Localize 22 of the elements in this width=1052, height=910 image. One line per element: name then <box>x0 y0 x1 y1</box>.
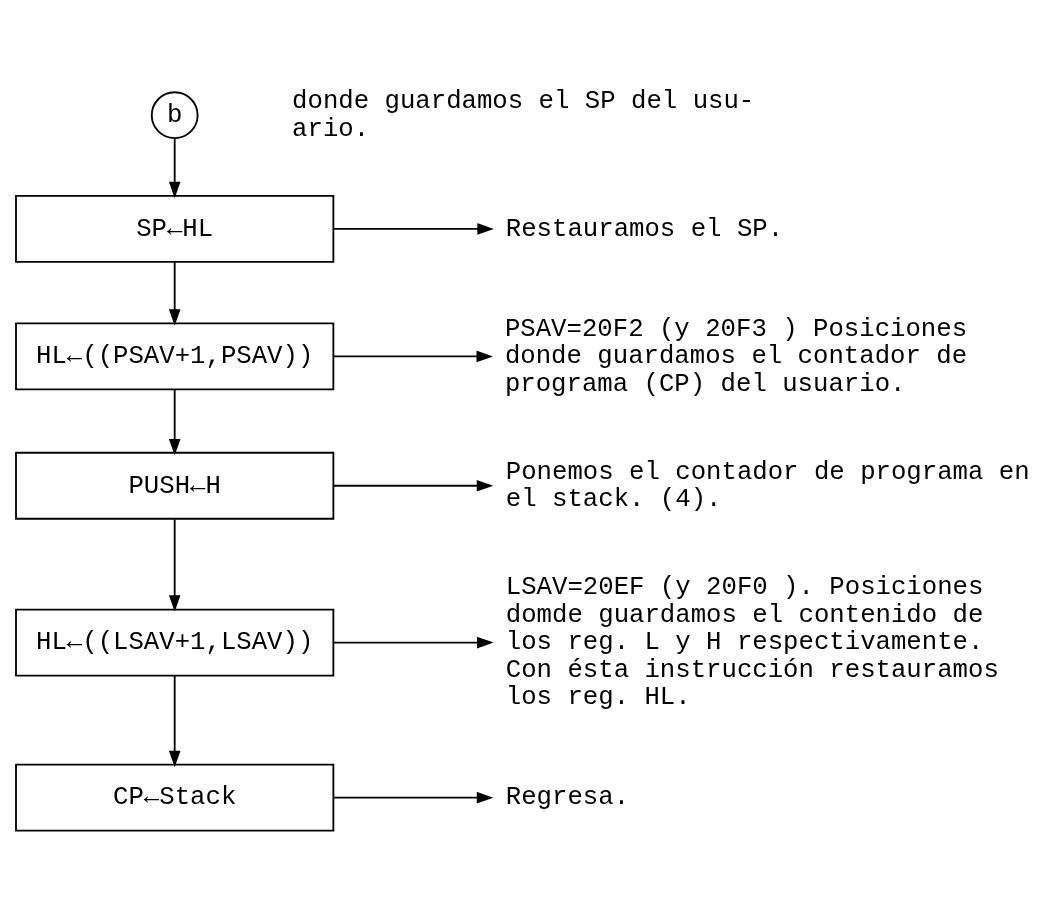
arrow <box>332 636 494 648</box>
label: donde guardamos el SP del usu- ario. <box>292 86 755 144</box>
node-text: Regresa. <box>505 782 630 812</box>
arrow <box>332 479 494 492</box>
node-circle: b <box>150 90 199 139</box>
arrow <box>168 517 181 612</box>
node-box: SP←HL <box>15 194 335 263</box>
arrow <box>332 350 493 362</box>
node-text: LSAV=20EF (y 20F0 ). Posiciones domde guardamos el contenido de los reg. L y H respectivamente. Con ésta instrucción restauramos los reg. HL. <box>505 572 999 712</box>
arrow <box>168 674 181 767</box>
node-text: Restauramos el SP. <box>505 214 784 244</box>
arrow <box>332 791 494 803</box>
arrow <box>168 260 181 326</box>
arrow <box>332 222 494 235</box>
node-box: PUSH←H <box>15 451 335 520</box>
arrow <box>168 388 181 455</box>
node-box: HL←((LSAV+1,LSAV)) <box>15 608 335 677</box>
node-text: PSAV=20F2 (y 20F3 ) Posiciones donde guardamos el contador de programa (CP) del usuario. <box>504 314 968 399</box>
node-box: HL←((PSAV+1,PSAV)) <box>15 322 335 390</box>
node-text: Ponemos el contador de programa en el stack. (4). <box>505 457 1030 514</box>
node-box: CP←Stack <box>15 763 335 832</box>
arrow <box>168 136 181 198</box>
